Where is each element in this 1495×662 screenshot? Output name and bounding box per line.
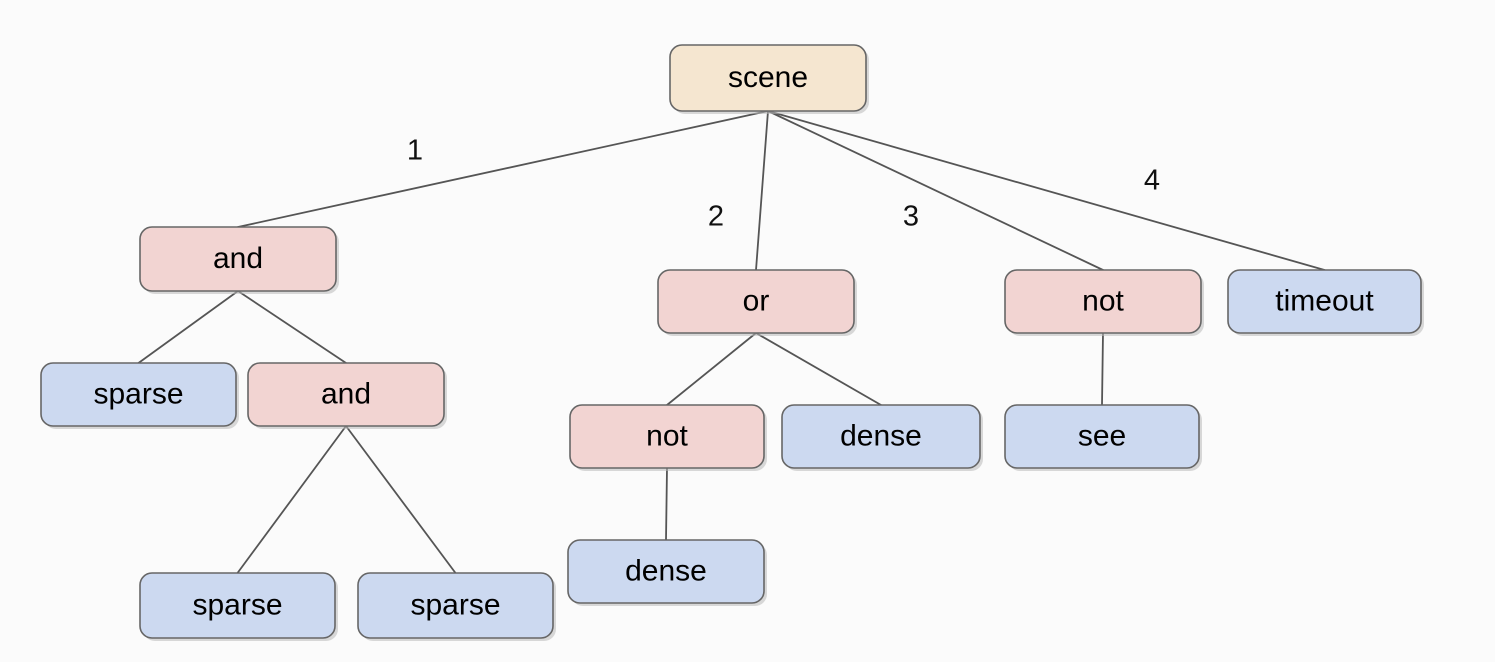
tree-edge: [755, 110, 769, 271]
node-label: sparse: [93, 377, 183, 410]
node-label: or: [743, 284, 770, 317]
tree-edge: [767, 110, 1104, 271]
tree-edge: [1101, 332, 1104, 406]
tree-node-or1[interactable]: or: [657, 269, 857, 336]
tree-node-scene[interactable]: scene: [669, 44, 869, 114]
tree-node-dense2[interactable]: dense: [567, 539, 767, 606]
edge-label-4: 4: [1144, 165, 1160, 197]
node-box[interactable]: [1227, 269, 1422, 334]
node-box[interactable]: [357, 572, 554, 639]
node-label: not: [1082, 284, 1124, 317]
node-box[interactable]: [40, 362, 237, 427]
node-label: and: [321, 377, 371, 410]
tree-node-and2[interactable]: and: [247, 362, 447, 429]
tree-node-timeout1[interactable]: timeout: [1227, 269, 1424, 336]
node-box[interactable]: [569, 404, 765, 469]
tree-edge: [237, 290, 347, 364]
node-box[interactable]: [669, 44, 867, 112]
node-label: dense: [625, 554, 707, 587]
tree-edge: [767, 110, 1326, 271]
tree-node-see1[interactable]: see: [1004, 404, 1202, 471]
node-label: and: [213, 242, 263, 275]
node-label: timeout: [1275, 284, 1374, 317]
tree-node-dense1[interactable]: dense: [781, 404, 983, 471]
tree-node-sparse3[interactable]: sparse: [357, 572, 556, 641]
node-label: dense: [840, 419, 922, 452]
tree-node-sparse2[interactable]: sparse: [139, 572, 338, 641]
tree-edge: [137, 290, 239, 364]
node-label: scene: [728, 61, 808, 94]
edges-layer: [137, 110, 1326, 574]
edge-label-1: 1: [407, 135, 423, 167]
node-label: see: [1078, 419, 1126, 452]
node-box[interactable]: [1004, 269, 1202, 334]
node-label: not: [646, 419, 688, 452]
node-label: sparse: [192, 588, 282, 621]
tree-node-and1[interactable]: and: [139, 226, 339, 294]
nodes-layer: scene and or not timeout sparse and not dense see…: [40, 44, 1424, 641]
edge-labels-layer: 1 2 3 4: [407, 135, 1160, 233]
node-box[interactable]: [781, 404, 981, 469]
tree-edge: [666, 332, 757, 406]
edge-label-3: 3: [903, 201, 919, 233]
tree-node-not2[interactable]: not: [569, 404, 767, 471]
node-box[interactable]: [1004, 404, 1200, 469]
tree-edge: [345, 425, 457, 574]
tree-edge: [236, 425, 347, 574]
node-box[interactable]: [657, 269, 855, 334]
node-box[interactable]: [139, 226, 337, 292]
tree-edge: [237, 110, 769, 228]
node-box[interactable]: [139, 572, 336, 639]
node-label: sparse: [410, 588, 500, 621]
node-box[interactable]: [247, 362, 445, 427]
edge-label-2: 2: [708, 201, 724, 233]
node-box[interactable]: [567, 539, 765, 604]
tree-edge: [755, 332, 882, 406]
tree-node-sparse1[interactable]: sparse: [40, 362, 239, 429]
tree-node-not1[interactable]: not: [1004, 269, 1204, 336]
tree-edge: [665, 467, 668, 541]
